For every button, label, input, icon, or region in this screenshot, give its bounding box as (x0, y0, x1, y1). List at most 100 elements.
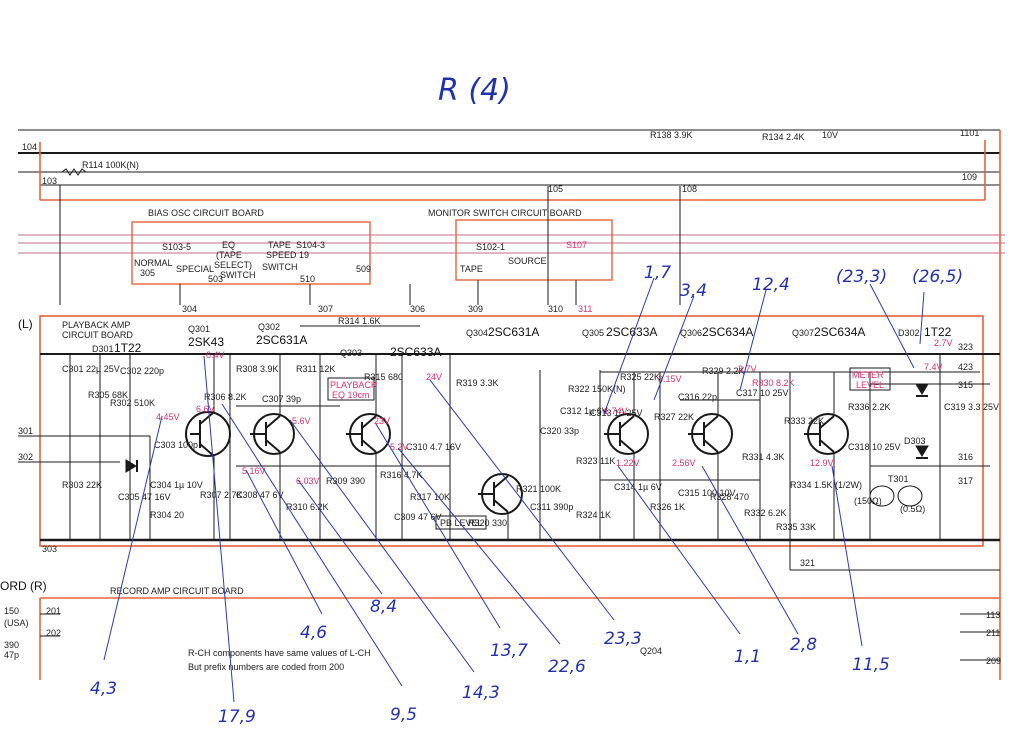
signal-lines (18, 234, 1005, 254)
svg-text:C310 4.7 16V: C310 4.7 16V (406, 442, 461, 452)
svg-text:209: 209 (986, 656, 1001, 666)
q306-symbol (688, 413, 733, 455)
svg-text:R307 2.7K: R307 2.7K (200, 490, 243, 500)
q307-symbol (804, 413, 849, 455)
eq-line2: (TAPE (216, 250, 242, 260)
terminal-503: 503 (208, 274, 223, 284)
t301-transformer (869, 485, 923, 507)
svg-text:202: 202 (46, 628, 61, 638)
svg-text:311: 311 (578, 304, 592, 314)
svg-text:C319 3.3 25V: C319 3.3 25V (944, 402, 999, 412)
playback-eq-line1: PLAYBACK (330, 380, 377, 390)
svg-text:R330 8.2K: R330 8.2K (752, 378, 795, 388)
tape-label: TAPE (268, 240, 291, 250)
svg-text:307: 307 (318, 304, 333, 314)
svg-text:R306 8.2K: R306 8.2K (204, 392, 247, 402)
svg-text:C314 1µ 6V: C314 1µ 6V (614, 482, 662, 492)
q305-symbol (604, 413, 649, 455)
voltage-label: 6.6V (196, 404, 215, 414)
svg-text:R316 4.7K: R316 4.7K (380, 470, 423, 480)
svg-text:R324 1K: R324 1K (576, 510, 611, 520)
svg-text:304: 304 (182, 304, 197, 314)
svg-text:Q204: Q204 (640, 646, 662, 656)
svg-text:23,3: 23,3 (604, 629, 642, 649)
svg-text:(150Ω): (150Ω) (854, 496, 882, 506)
voltage-label: 24V (426, 372, 442, 382)
svg-text:2SK43: 2SK43 (188, 335, 224, 349)
svg-text:R310 6.2K: R310 6.2K (286, 502, 329, 512)
svg-text:390: 390 (4, 640, 19, 650)
orange-top-frame (39, 130, 1001, 680)
svg-text:C305 47 16V: C305 47 16V (118, 492, 171, 502)
svg-text:C313 10 25V: C313 10 25V (590, 408, 643, 418)
q303-symbol (346, 413, 391, 455)
note-line1: R-CH components have same values of L-CH (188, 648, 371, 658)
svg-text:301: 301 (18, 426, 33, 436)
s107-label: S107 (566, 240, 587, 250)
monitor-switch-title: MONITOR SWITCH CIRCUIT BOARD (428, 208, 582, 218)
transistor-labels: Q301 2SK43 Q302 2SC631A Q303 2SC633A Q30… (92, 322, 952, 359)
terminal-103: 103 (42, 176, 57, 186)
speed-line1: SPEED 19 (266, 250, 309, 260)
special-label: SPECIAL (176, 264, 214, 274)
terminal-305: 305 (140, 268, 155, 278)
note-line2: But prefix numbers are coded from 200 (188, 662, 344, 672)
svg-text:T301: T301 (888, 474, 909, 484)
d301-diode (125, 459, 137, 473)
svg-text:2SC634A: 2SC634A (702, 325, 753, 339)
voltage-label: 5.16V (242, 466, 266, 476)
svg-text:1,1: 1,1 (734, 647, 761, 667)
svg-text:D302: D302 (898, 328, 920, 338)
eq-line4: SWITCH (220, 270, 256, 280)
channel-label: (L) (18, 317, 33, 331)
bias-osc-switches: S103-5 NORMAL SPECIAL EQ (TAPE SELECT) S… (134, 240, 371, 284)
voltage-label: 1.74V (604, 406, 628, 416)
svg-text:Q302: Q302 (258, 322, 280, 332)
bias-osc-board (131, 221, 371, 285)
svg-text:C307 39p: C307 39p (262, 394, 301, 404)
svg-text:113: 113 (986, 610, 1000, 620)
meter-level-line2: LEVEL (856, 380, 884, 390)
svg-text:4,6: 4,6 (300, 623, 327, 643)
svg-text:321: 321 (800, 558, 815, 568)
voltage-label: 3.15V (658, 374, 682, 384)
svg-text:R336 2.2K: R336 2.2K (848, 402, 891, 412)
svg-text:R334 1.5K (1/2W): R334 1.5K (1/2W) (790, 480, 862, 490)
svg-text:R314 1.6K: R314 1.6K (338, 316, 381, 326)
svg-text:11,5: 11,5 (852, 655, 890, 675)
svg-text:302: 302 (18, 452, 33, 462)
svg-text:R326 1K: R326 1K (650, 502, 685, 512)
top-rails (18, 129, 1000, 186)
handwritten-pointers (103, 277, 925, 703)
voltage-label: 23V (374, 416, 390, 426)
svg-text:Q306: Q306 (680, 328, 702, 338)
10v-label: 10V (822, 130, 838, 140)
component-labels: C301 22µ 25V R305 68K C302 220p R302 510… (62, 316, 999, 532)
svg-text:C316 22p: C316 22p (678, 392, 717, 402)
svg-text:R322 150K(N): R322 150K(N) (568, 384, 626, 394)
svg-text:47p: 47p (4, 650, 19, 660)
svg-text:4,3: 4,3 (90, 679, 117, 699)
svg-text:R305 68K: R305 68K (88, 390, 128, 400)
svg-text:R332 6.2K: R332 6.2K (744, 508, 787, 518)
svg-text:C304 1µ 10V: C304 1µ 10V (150, 480, 203, 490)
record-channel-label: ORD (R) (0, 579, 47, 593)
q302-symbol (250, 413, 295, 455)
monitor-switch-board (455, 219, 613, 281)
eq-line3: SELECT) (214, 260, 252, 270)
terminal-510: 510 (300, 274, 315, 284)
record-amp-title: RECORD AMP CIRCUIT BOARD (110, 586, 244, 596)
svg-text:1T22: 1T22 (924, 325, 952, 339)
svg-text:R323 11K: R323 11K (576, 456, 615, 466)
svg-text:R331 4.3K: R331 4.3K (742, 452, 785, 462)
transistor-symbols (185, 411, 849, 515)
svg-text:323: 323 (958, 342, 973, 352)
svg-text:Q304: Q304 (466, 328, 488, 338)
eq-line1: EQ (222, 240, 235, 250)
svg-text:9,5: 9,5 (390, 705, 417, 725)
r134-label: R134 2.4K (762, 132, 805, 142)
svg-text:R329 2.2K: R329 2.2K (702, 366, 745, 376)
terminal-105: 105 (548, 184, 563, 194)
svg-text:2SC631A: 2SC631A (256, 333, 307, 347)
svg-text:C311 390p: C311 390p (530, 502, 573, 512)
